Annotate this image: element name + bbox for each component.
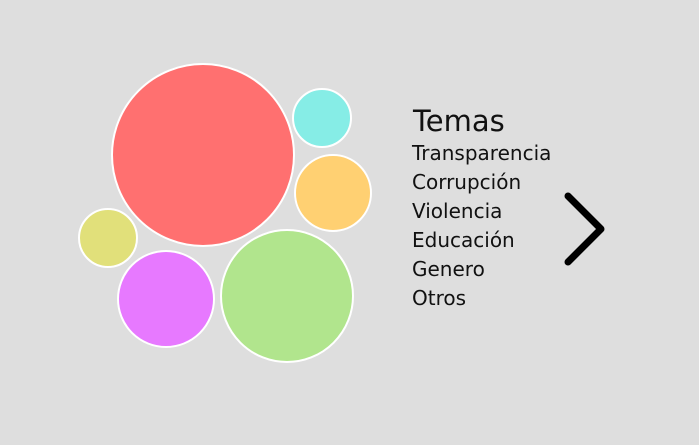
next-button[interactable]: [558, 188, 610, 270]
chevron-right-icon: [564, 192, 605, 266]
bubble-yellow[interactable]: [78, 208, 138, 268]
legend-title: Temas: [413, 104, 505, 138]
legend-item-educacion[interactable]: Educación: [412, 228, 515, 252]
bubble-orange[interactable]: [294, 154, 372, 232]
bubble-red[interactable]: [111, 63, 295, 247]
legend-item-violencia[interactable]: Violencia: [412, 199, 503, 223]
topics-legend: Temas Transparencia Corrupción Violencia…: [412, 103, 551, 313]
legend-item-otros[interactable]: Otros: [412, 286, 467, 310]
legend-item-transparencia[interactable]: Transparencia: [412, 141, 552, 165]
bubble-cyan[interactable]: [292, 88, 352, 148]
legend-list: Transparencia Corrupción Violencia Educa…: [412, 139, 551, 313]
legend-item-corrupcion[interactable]: Corrupción: [412, 170, 522, 194]
bubble-green[interactable]: [220, 229, 354, 363]
legend-item-genero[interactable]: Genero: [412, 257, 485, 281]
bubble-magenta[interactable]: [117, 250, 215, 348]
